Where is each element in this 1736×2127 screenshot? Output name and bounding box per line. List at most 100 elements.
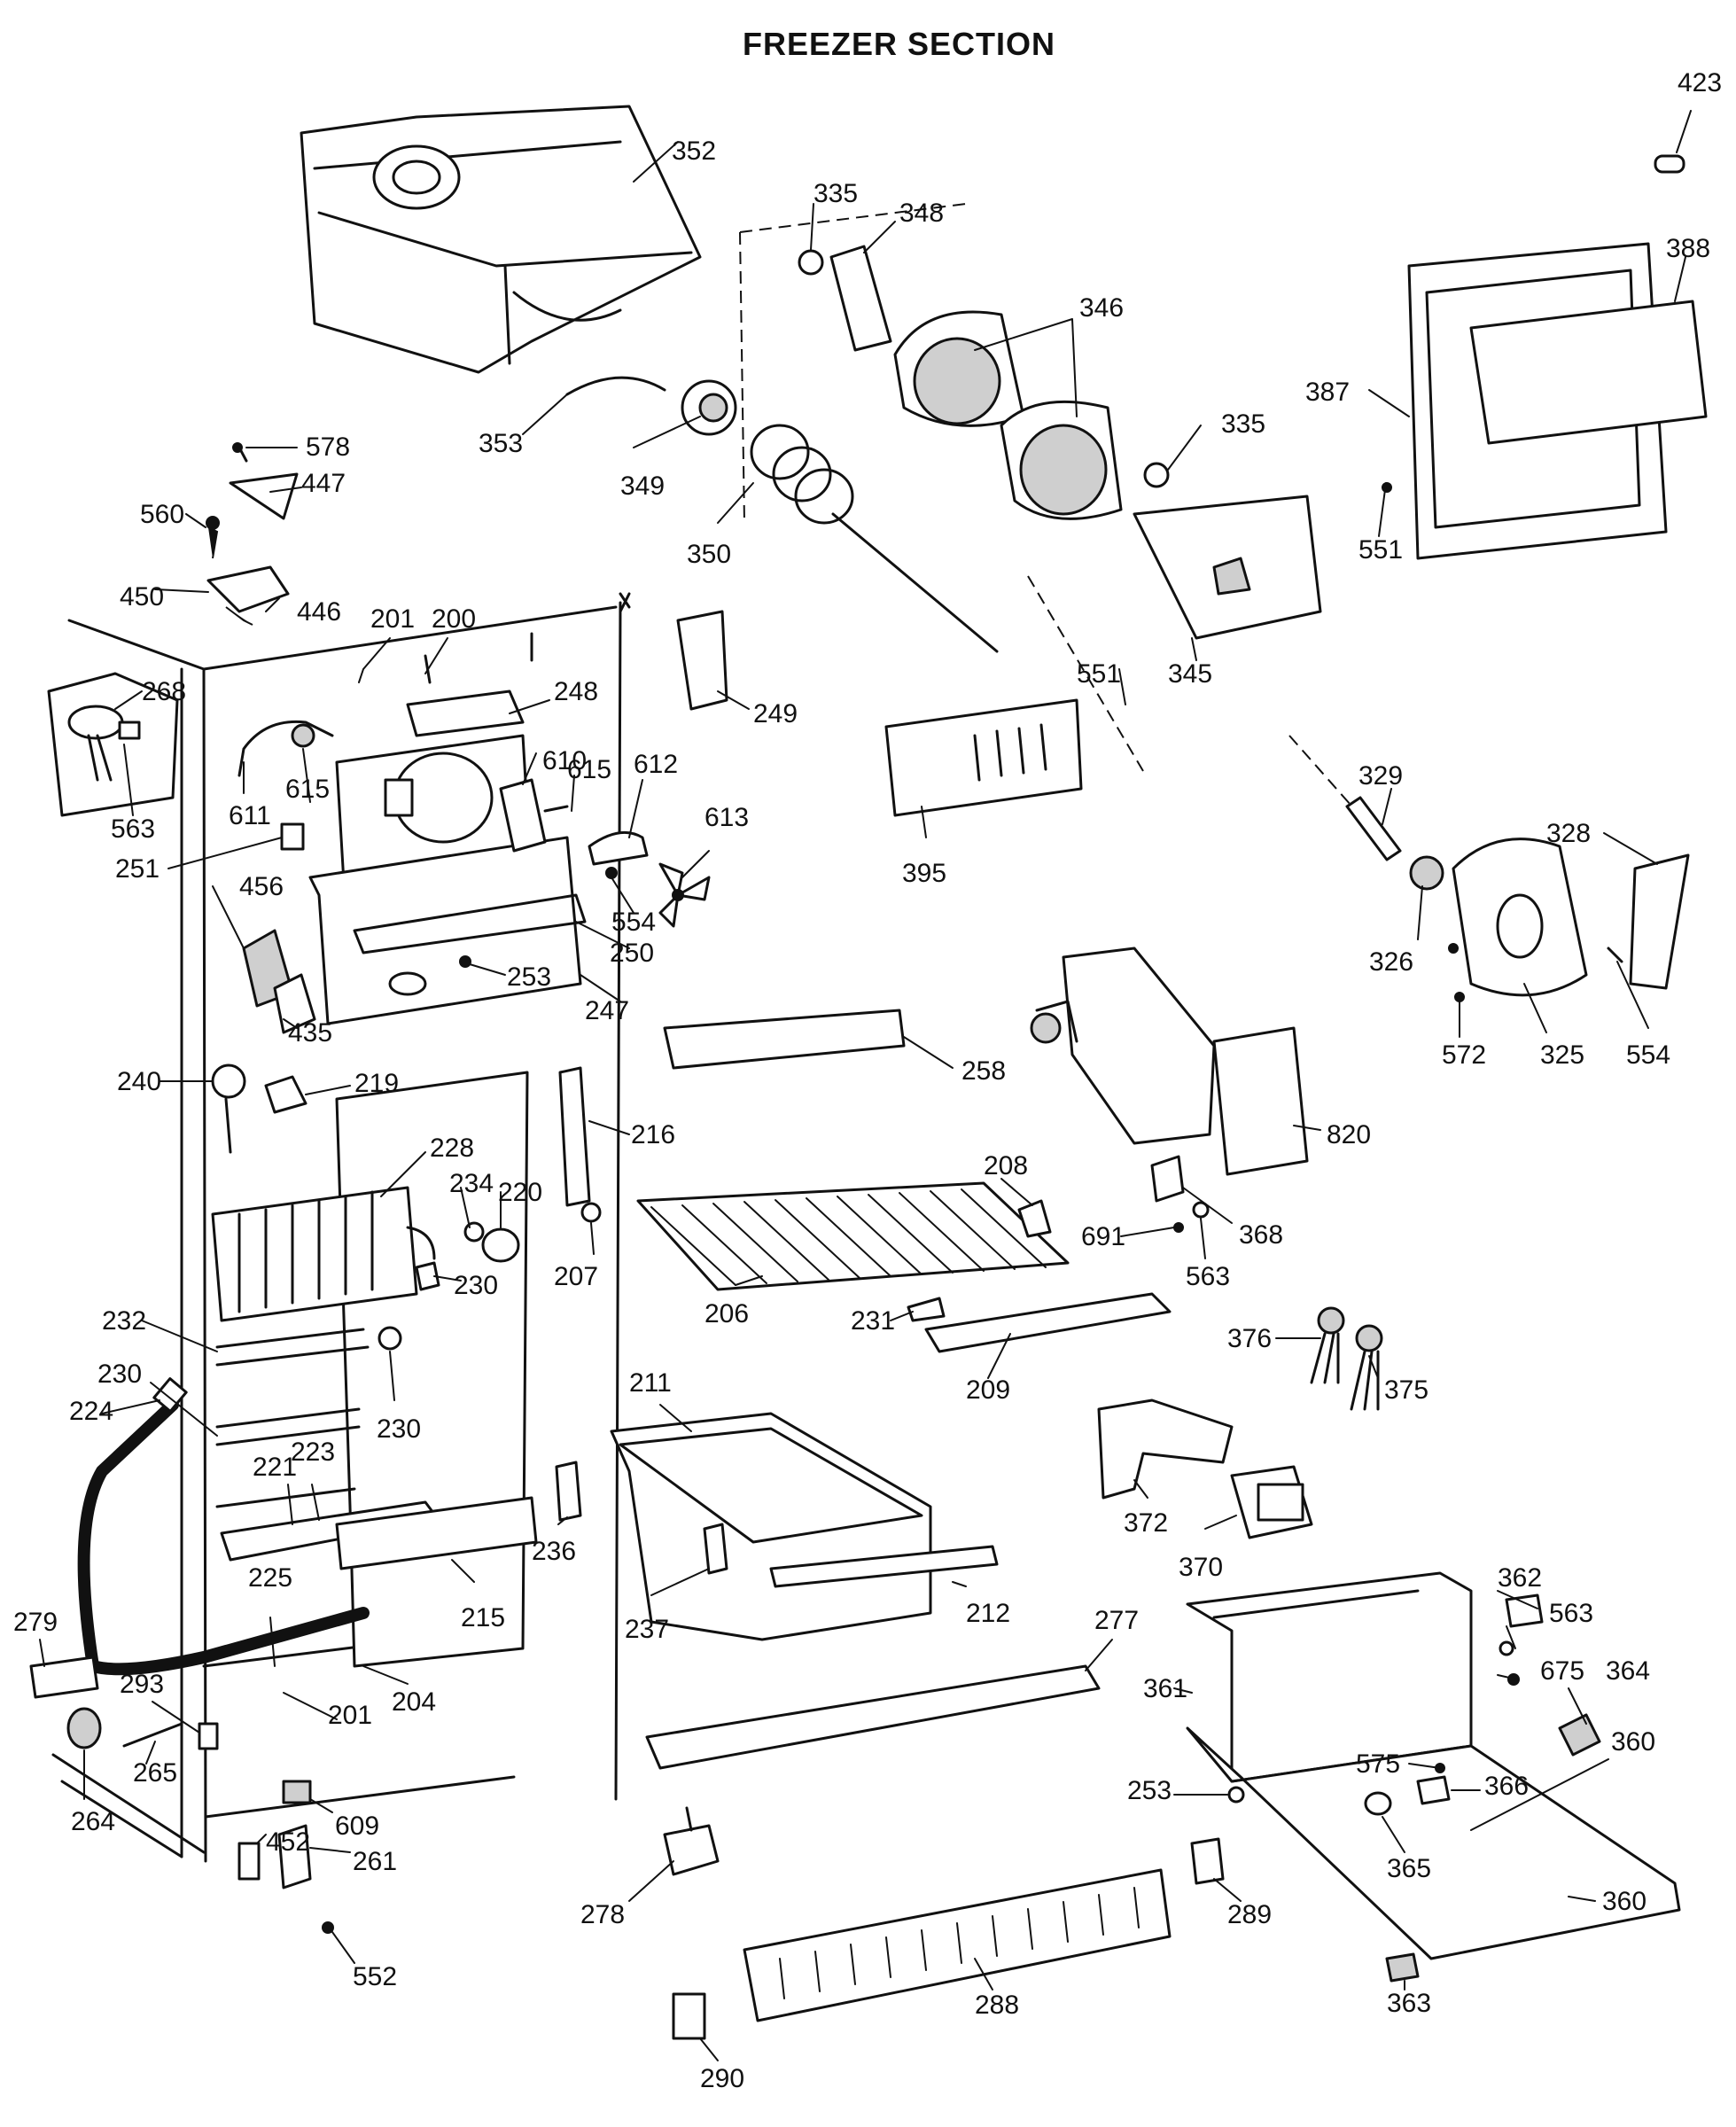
- part-329-shaft-drawing: [1345, 796, 1402, 861]
- part-label-609: 609: [335, 1811, 379, 1841]
- part-230-clamp-drawing: [415, 1261, 440, 1291]
- part-label-551-b: 551: [1077, 659, 1121, 689]
- part-label-253: 253: [507, 962, 551, 992]
- part-200-201-rails-drawing: [424, 632, 533, 684]
- part-label-201-b: 201: [328, 1701, 372, 1730]
- part-label-237: 237: [625, 1615, 669, 1644]
- part-551-screw-drawing: [1382, 482, 1392, 493]
- part-label-268: 268: [142, 677, 186, 706]
- part-label-230-b: 230: [97, 1360, 142, 1389]
- part-326-bearing-drawing: [1409, 855, 1444, 891]
- part-611-heater-drawing: [237, 720, 334, 777]
- part-361-mounting-plate-drawing: [1186, 1571, 1473, 1783]
- part-label-360: 360: [1611, 1727, 1655, 1757]
- part-261-hinge-drawing: [277, 1824, 312, 1889]
- part-label-253-b: 253: [1127, 1776, 1172, 1805]
- part-label-395: 395: [902, 859, 946, 888]
- part-label-346: 346: [1079, 293, 1124, 323]
- part-612-clamp-drawing: [588, 830, 649, 866]
- part-label-230-c: 230: [377, 1414, 421, 1444]
- part-232-230-heaters-drawing: [215, 1326, 402, 1508]
- part-554-pin-drawing: [1607, 947, 1623, 963]
- part-456-435-drawing: [242, 929, 316, 1034]
- part-label-820: 820: [1327, 1120, 1371, 1149]
- part-label-251: 251: [115, 854, 160, 884]
- part-label-249: 249: [753, 699, 798, 728]
- part-label-578: 578: [306, 432, 350, 462]
- part-label-370: 370: [1179, 1553, 1223, 1582]
- part-label-261: 261: [353, 1847, 397, 1876]
- part-label-551: 551: [1358, 535, 1403, 565]
- part-572-screw-drawing: [1454, 992, 1465, 1002]
- part-label-228: 228: [430, 1134, 474, 1163]
- part-label-230: 230: [454, 1271, 498, 1300]
- part-label-201: 201: [370, 604, 415, 634]
- part-label-610: 610: [542, 746, 587, 775]
- part-label-215: 215: [461, 1603, 505, 1632]
- part-label-345: 345: [1168, 659, 1212, 689]
- part-552-screw-drawing: [322, 1921, 334, 1934]
- part-label-563: 563: [111, 814, 155, 844]
- part-hinge-group-drawing: [206, 442, 299, 626]
- part-label-200: 200: [432, 604, 476, 634]
- part-label-231: 231: [851, 1306, 895, 1336]
- part-820-ice-maker-drawing: [1030, 947, 1309, 1176]
- part-label-435: 435: [288, 1018, 332, 1048]
- part-label-220: 220: [498, 1178, 542, 1207]
- part-289-clip-drawing: [1190, 1837, 1225, 1885]
- part-215-grille-drawing: [335, 1496, 538, 1570]
- part-label-204: 204: [392, 1687, 436, 1717]
- part-395-cover-drawing: [884, 698, 1083, 817]
- part-label-293: 293: [120, 1670, 164, 1699]
- part-220-grommet-drawing: [481, 1227, 520, 1263]
- part-label-362: 362: [1498, 1563, 1542, 1593]
- part-label-554: 554: [611, 908, 656, 937]
- part-249-cover-drawing: [676, 610, 728, 711]
- part-label-612: 612: [634, 750, 678, 779]
- part-label-361: 361: [1143, 1674, 1187, 1703]
- part-258-channel-drawing: [663, 1009, 906, 1070]
- part-label-248: 248: [554, 677, 598, 706]
- part-label-211: 211: [629, 1368, 672, 1398]
- part-label-278: 278: [580, 1900, 625, 1929]
- part-360-base-plate-drawing: [1186, 1726, 1681, 1960]
- part-label-456: 456: [239, 872, 284, 901]
- part-231-clip-drawing: [907, 1297, 946, 1322]
- part-label-349: 349: [620, 471, 665, 501]
- part-368-bracket-drawing: [1150, 1155, 1185, 1203]
- part-label-212: 212: [966, 1599, 1010, 1628]
- part-label-326: 326: [1369, 947, 1413, 977]
- part-label-353: 353: [479, 429, 523, 458]
- part-352-ice-bucket-drawing: [300, 105, 702, 374]
- part-563-washer-2-drawing: [1499, 1640, 1514, 1656]
- part-label-447: 447: [301, 469, 346, 498]
- part-206-wire-shelf-drawing: [636, 1181, 1070, 1291]
- part-label-364: 364: [1606, 1656, 1650, 1686]
- part-349-bearing-drawing: [681, 379, 737, 436]
- part-423-plug-drawing: [1654, 154, 1685, 174]
- part-label-423: 423: [1678, 68, 1722, 97]
- part-evaporator-coils-drawing: [211, 1186, 436, 1322]
- part-251-switch-drawing: [280, 822, 305, 851]
- part-240-219-drawing: [211, 1064, 307, 1154]
- part-label-288: 288: [975, 1991, 1019, 2020]
- part-290-clip-drawing: [672, 1992, 706, 2040]
- leader-lines: [39, 110, 1692, 2061]
- part-610-motor-drawing: [499, 778, 569, 853]
- part-253-screw-2-drawing: [1227, 1786, 1245, 1804]
- part-label-387: 387: [1305, 378, 1350, 407]
- part-345-plate-drawing: [1133, 495, 1322, 640]
- part-label-611: 611: [229, 801, 271, 830]
- part-label-352: 352: [672, 136, 716, 166]
- part-label-208: 208: [984, 1151, 1028, 1180]
- part-label-325: 325: [1540, 1040, 1584, 1070]
- part-370-motor-drawing: [1230, 1465, 1313, 1539]
- part-label-224: 224: [69, 1397, 113, 1426]
- part-label-206: 206: [705, 1299, 749, 1328]
- part-label-572: 572: [1442, 1040, 1486, 1070]
- part-268-inset-drawing: [47, 672, 179, 817]
- part-label-223: 223: [291, 1437, 335, 1467]
- part-293-clip-drawing: [198, 1722, 219, 1750]
- part-label-560: 560: [140, 500, 184, 529]
- part-label-290: 290: [700, 2064, 744, 2093]
